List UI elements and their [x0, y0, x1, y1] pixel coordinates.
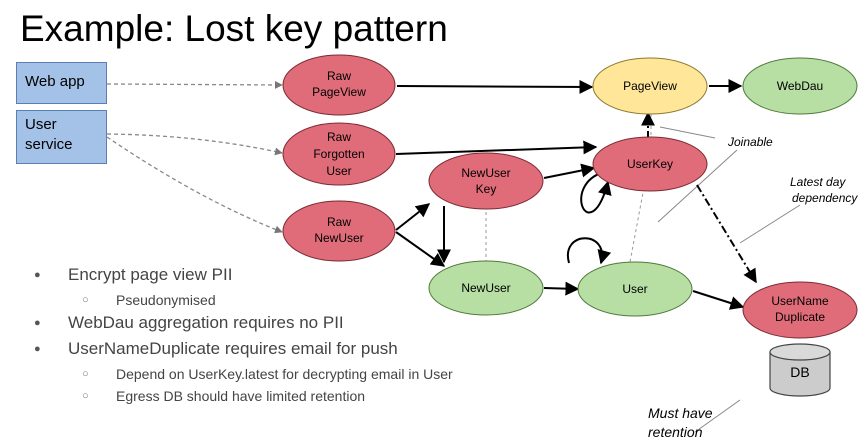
- source-web-app-label: Web app: [25, 73, 85, 90]
- edge-rawnewuser-newuserkey: [395, 203, 431, 231]
- annotation-latest-day-line2: dependency: [792, 191, 858, 205]
- edge-rawpageview-pageview: [396, 79, 594, 94]
- node-newuser-key: NewUser Key: [428, 152, 544, 210]
- edge-rawnewuser-newuser: [395, 231, 446, 267]
- node-newuser-key-line1: NewUser: [461, 166, 510, 180]
- node-raw-newuser-line2: NewUser: [314, 231, 363, 245]
- edge-userservice-rawnewuser: [106, 136, 283, 234]
- edge-user-selfloop: [566, 237, 612, 265]
- annotation-must-have-line1: Must have: [648, 405, 713, 421]
- bullet-list: Encrypt page view PII Pseudonymised WebD…: [34, 264, 453, 408]
- db-label: DB: [790, 364, 809, 380]
- node-username-duplicate-line1: UserName: [771, 294, 829, 308]
- node-raw-forgotten-user-line1: Raw: [327, 130, 351, 144]
- sub-bullet-item: Egress DB should have limited retention: [34, 386, 453, 408]
- source-web-app: Web app: [16, 62, 107, 104]
- node-newuser-label: NewUser: [461, 281, 510, 295]
- bullet-item: WebDau aggregation requires no PII: [34, 312, 453, 338]
- source-user-service: User service: [16, 110, 107, 164]
- must-have-pointer: [694, 399, 741, 433]
- edge-webapp-rawpageview: [106, 81, 283, 89]
- node-raw-pageview-line1: Raw: [327, 69, 351, 83]
- bullet-item: Encrypt page view PII: [34, 264, 453, 290]
- joinable-link-userkey-user: [629, 181, 646, 263]
- edge-user-usernameduplicate: [692, 290, 745, 310]
- slide-title: Example: Lost key pattern: [20, 8, 448, 49]
- node-username-duplicate-line2: Duplicate: [775, 310, 825, 324]
- joinable-pointer-1: [659, 126, 716, 139]
- node-user-label: User: [622, 282, 647, 296]
- node-raw-forgotten-user: Raw Forgotten User: [282, 122, 396, 186]
- annotation-must-have-line2: retention: [648, 424, 703, 440]
- node-raw-forgotten-user-line3: User: [326, 164, 351, 178]
- node-pageview: PageView: [592, 57, 708, 115]
- annotation-latest-day-line1: Latest day: [790, 175, 846, 189]
- db-cylinder: DB: [769, 343, 831, 397]
- node-username-duplicate: UserName Duplicate: [742, 281, 858, 339]
- sub-bullet-item: Pseudonymised: [34, 290, 453, 312]
- edge-userkey-selfloop: [580, 171, 612, 214]
- node-user: User: [577, 261, 693, 317]
- node-raw-pageview-line2: PageView: [312, 85, 366, 99]
- node-userkey-label: UserKey: [627, 157, 673, 171]
- source-user-service-line2: service: [25, 136, 73, 153]
- edge-rawforgotten-userkey: [395, 140, 598, 155]
- sub-bullet-item: Depend on UserKey.latest for decrypting …: [34, 364, 453, 386]
- node-raw-pageview: Raw PageView: [282, 54, 396, 116]
- node-userkey: UserKey: [592, 136, 708, 192]
- edge-userkey-usernameduplicate: [696, 184, 757, 284]
- bullet-item: UserNameDuplicate requires email for pus…: [34, 338, 453, 364]
- node-webdau-label: WebDau: [777, 79, 823, 93]
- node-newuser-key-line2: Key: [476, 182, 497, 196]
- edge-newuser-user: [543, 281, 580, 296]
- annotation-joinable: Joinable: [727, 135, 773, 149]
- latest-day-pointer: [739, 204, 801, 244]
- node-pageview-label: PageView: [623, 79, 677, 93]
- node-newuser: NewUser: [428, 260, 544, 316]
- source-user-service-line1: User: [25, 116, 57, 133]
- node-raw-newuser-line1: Raw: [327, 215, 351, 229]
- node-raw-newuser: Raw NewUser: [282, 200, 396, 262]
- node-webdau: WebDau: [742, 57, 858, 115]
- edge-userservice-rawforgotten: [106, 133, 283, 156]
- edge-newuserkey-userkey: [543, 163, 596, 179]
- node-raw-forgotten-user-line2: Forgotten: [313, 147, 364, 161]
